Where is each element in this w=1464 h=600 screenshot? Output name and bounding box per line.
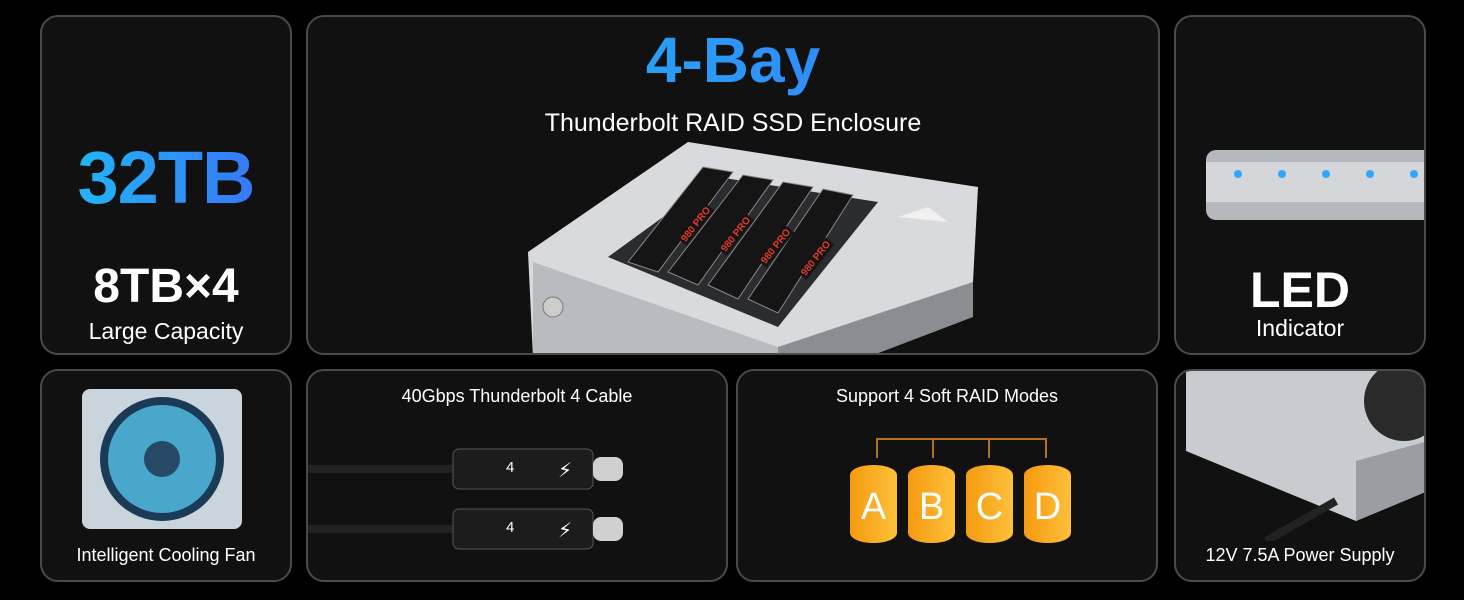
hero-panel: 4-Bay Thunderbolt RAID SSD Enclosure 980… bbox=[306, 15, 1160, 355]
capacity-panel: 32TB 8TB×4 Large Capacity bbox=[40, 15, 292, 355]
drive-d: D bbox=[1024, 465, 1071, 543]
hero-subtitle: Thunderbolt RAID SSD Enclosure bbox=[544, 109, 922, 137]
raid-panel: Support 4 Soft RAID Modes A B C D bbox=[736, 369, 1158, 582]
cable-caption: 40Gbps Thunderbolt 4 Cable bbox=[401, 386, 633, 406]
power-port-image bbox=[1186, 371, 1424, 541]
power-panel: 12V 7.5A Power Supply bbox=[1174, 369, 1426, 582]
capacity-caption: Large Capacity bbox=[88, 318, 244, 344]
connector-mark-2: 4 bbox=[506, 519, 515, 536]
led-panel: LED Indicator bbox=[1174, 15, 1426, 355]
led-title: LED bbox=[1250, 262, 1350, 318]
raid-caption: Support 4 Soft RAID Modes bbox=[835, 386, 1059, 406]
capacity-config: 8TB×4 bbox=[93, 260, 239, 313]
led-enclosure-image bbox=[1206, 150, 1424, 220]
cable-image: ⚡ ⚡ bbox=[308, 448, 623, 550]
cooling-panel: Intelligent Cooling Fan bbox=[40, 369, 292, 582]
cooling-caption: Intelligent Cooling Fan bbox=[76, 545, 256, 565]
connector-mark-1: 4 bbox=[506, 459, 515, 476]
led-caption: Indicator bbox=[1255, 315, 1345, 341]
drive-b: B bbox=[908, 465, 955, 543]
hero-title: 4-Bay bbox=[308, 23, 1158, 97]
power-caption: 12V 7.5A Power Supply bbox=[1205, 545, 1395, 565]
raid-diagram bbox=[876, 438, 1047, 458]
drive-a: A bbox=[850, 465, 897, 543]
capacity-headline: 32TB bbox=[42, 135, 290, 220]
svg-text:⚡: ⚡ bbox=[558, 520, 572, 542]
fan-icon bbox=[82, 389, 242, 529]
cable-panel: 40Gbps Thunderbolt 4 Cable ⚡ ⚡ 4 4 bbox=[306, 369, 728, 582]
svg-text:⚡: ⚡ bbox=[558, 460, 572, 482]
enclosure-image bbox=[528, 142, 978, 353]
drive-c: C bbox=[966, 465, 1013, 543]
raid-drives: A B C D bbox=[850, 465, 1071, 543]
